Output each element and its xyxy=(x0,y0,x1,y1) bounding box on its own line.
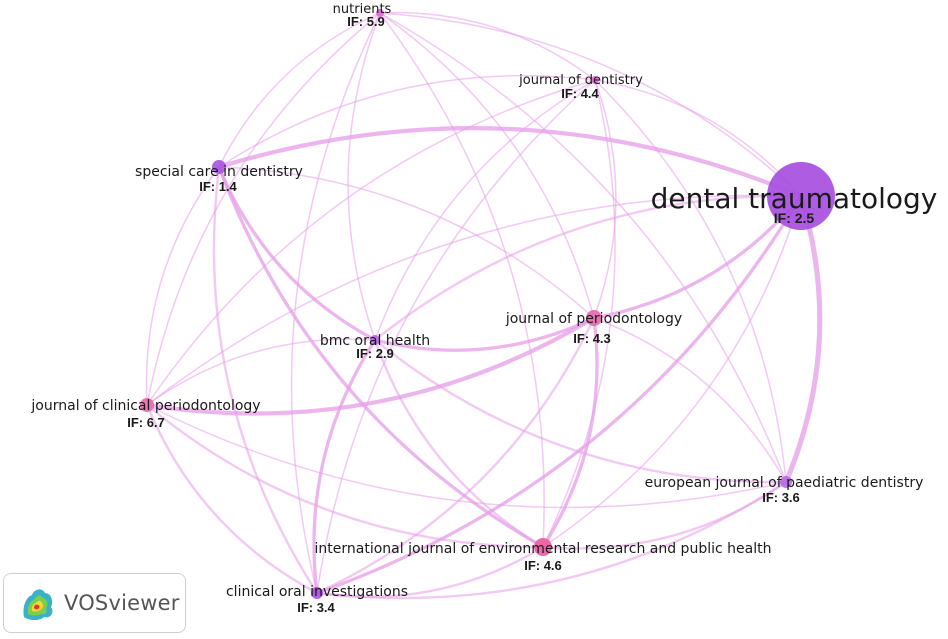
edge-dental-traumatology-to-european-journal-of-paediatric-dentistry xyxy=(783,193,823,485)
node-journal-of-clinical-periodontology[interactable] xyxy=(140,398,154,412)
edge-bmc-oral-health-to-nutrients xyxy=(347,12,381,341)
node-if-journal-of-dentistry: IF: 4.4 xyxy=(561,86,599,101)
node-if-nutrients: IF: 5.9 xyxy=(347,14,385,29)
node-international-journal-of-environmental-research[interactable] xyxy=(534,538,552,556)
edge-bmc-oral-health-to-international-journal-of-environmental-research xyxy=(373,338,545,549)
node-special-care-in-dentistry[interactable] xyxy=(212,160,226,174)
node-label-international-journal-of-environmental-research[interactable]: international journal of environmental r… xyxy=(315,541,772,557)
vosviewer-logo-icon xyxy=(23,589,53,620)
edge-special-care-in-dentistry-to-international-journal-of-environmental-research xyxy=(217,165,545,549)
node-label-special-care-in-dentistry[interactable]: special care in dentistry xyxy=(135,164,303,180)
edge-dental-traumatology-to-international-journal-of-environmental-research xyxy=(542,195,802,548)
edge-clinical-oral-investigations-to-european-journal-of-paediatric-dentistry xyxy=(315,480,788,600)
node-if-european-journal-of-paediatric-dentistry: IF: 3.6 xyxy=(762,490,800,505)
edge-special-care-in-dentistry-to-clinical-oral-investigations xyxy=(212,165,319,595)
node-label-journal-of-periodontology[interactable]: journal of periodontology xyxy=(505,311,682,327)
edge-dental-traumatology-to-bmc-oral-health xyxy=(373,194,803,342)
edge-clinical-oral-investigations-to-journal-of-dentistry xyxy=(316,79,596,594)
edge-dental-traumatology-to-special-care-in-dentistry xyxy=(216,126,804,199)
node-bmc-oral-health[interactable] xyxy=(370,335,380,345)
edge-journal-of-clinical-periodontology-to-clinical-oral-investigations xyxy=(145,403,319,595)
node-if-special-care-in-dentistry: IF: 1.4 xyxy=(199,179,237,194)
node-european-journal-of-paediatric-dentistry[interactable] xyxy=(780,476,792,488)
edge-special-care-in-dentistry-to-journal-of-dentistry xyxy=(218,74,596,168)
edge-nutrients-to-european-journal-of-paediatric-dentistry xyxy=(379,12,787,483)
node-label-journal-of-clinical-periodontology[interactable]: journal of clinical periodontology xyxy=(30,398,260,414)
node-layer xyxy=(140,9,835,599)
node-if-clinical-oral-investigations: IF: 3.4 xyxy=(297,600,335,615)
edge-journal-of-clinical-periodontology-to-nutrients xyxy=(146,12,381,406)
edge-journal-of-periodontology-to-european-journal-of-paediatric-dentistry xyxy=(593,317,787,483)
edge-dental-traumatology-to-journal-of-dentistry xyxy=(594,79,802,197)
edge-special-care-in-dentistry-to-journal-of-clinical-periodontology xyxy=(145,166,220,406)
node-label-european-journal-of-paediatric-dentistry[interactable]: european journal of paediatric dentistry xyxy=(645,475,924,491)
vosviewer-badge-label: VOSviewer xyxy=(64,591,180,615)
edge-bmc-oral-health-to-european-journal-of-paediatric-dentistry xyxy=(373,338,788,484)
edge-journal-of-periodontology-to-international-journal-of-environmental-research xyxy=(541,316,599,549)
node-journal-of-periodontology[interactable] xyxy=(586,310,602,326)
node-if-journal-of-clinical-periodontology: IF: 6.7 xyxy=(127,415,165,430)
node-journal-of-dentistry[interactable] xyxy=(591,76,599,84)
node-nutrients[interactable] xyxy=(376,9,384,17)
edge-journal-of-periodontology-to-special-care-in-dentistry xyxy=(218,166,595,319)
edge-dental-traumatology-to-journal-of-clinical-periodontology xyxy=(146,194,802,406)
edge-clinical-oral-investigations-to-nutrients xyxy=(290,12,381,594)
edge-dental-traumatology-to-nutrients xyxy=(379,12,802,197)
node-label-journal-of-dentistry[interactable]: journal of dentistry xyxy=(518,73,643,88)
edge-bmc-oral-health-to-journal-of-clinical-periodontology xyxy=(146,338,376,406)
edge-journal-of-periodontology-to-clinical-oral-investigations xyxy=(315,316,596,595)
edge-international-journal-of-environmental-research-to-nutrients xyxy=(379,12,545,548)
node-if-journal-of-periodontology: IF: 4.3 xyxy=(573,331,611,346)
edge-journal-of-dentistry-to-european-journal-of-paediatric-dentistry xyxy=(594,79,787,483)
node-clinical-oral-investigations[interactable] xyxy=(311,587,323,599)
edge-journal-of-periodontology-to-journal-of-dentistry xyxy=(593,79,617,319)
edge-nutrients-to-journal-of-dentistry xyxy=(379,11,596,81)
edge-international-journal-of-environmental-research-to-european-journal-of-paediatric-dentistry xyxy=(541,480,788,550)
edge-journal-of-periodontology-to-nutrients xyxy=(379,12,595,319)
edge-special-care-in-dentistry-to-nutrients xyxy=(218,12,381,168)
node-label-nutrients[interactable]: nutrients xyxy=(333,2,392,17)
node-dental-traumatology[interactable] xyxy=(767,162,835,230)
edge-bmc-oral-health-to-journal-of-dentistry xyxy=(374,79,596,341)
edge-special-care-in-dentistry-to-bmc-oral-health xyxy=(217,165,377,342)
node-label-dental-traumatology[interactable]: dental traumatology xyxy=(651,182,938,215)
edge-journal-of-clinical-periodontology-to-european-journal-of-paediatric-dentistry xyxy=(146,404,787,509)
edge-international-journal-of-environmental-research-to-journal-of-dentistry xyxy=(542,79,616,548)
edge-bmc-oral-health-to-clinical-oral-investigations xyxy=(312,338,377,595)
edge-dental-traumatology-to-clinical-oral-investigations xyxy=(315,194,803,595)
node-if-bmc-oral-health: IF: 2.9 xyxy=(356,346,394,361)
edge-journal-of-clinical-periodontology-to-international-journal-of-environmental-research xyxy=(145,403,545,549)
node-if-international-journal-of-environmental-research: IF: 4.6 xyxy=(524,558,562,573)
vosviewer-badge: VOSviewer xyxy=(3,573,186,633)
edge-journal-of-periodontology-to-journal-of-clinical-periodontology xyxy=(144,315,597,416)
edge-journal-of-periodontology-to-bmc-oral-health xyxy=(373,316,596,352)
node-label-clinical-oral-investigations[interactable]: clinical oral investigations xyxy=(226,584,408,600)
edge-layer xyxy=(144,11,823,600)
node-if-dental-traumatology: IF: 2.5 xyxy=(774,210,815,226)
node-label-bmc-oral-health[interactable]: bmc oral health xyxy=(320,333,430,349)
